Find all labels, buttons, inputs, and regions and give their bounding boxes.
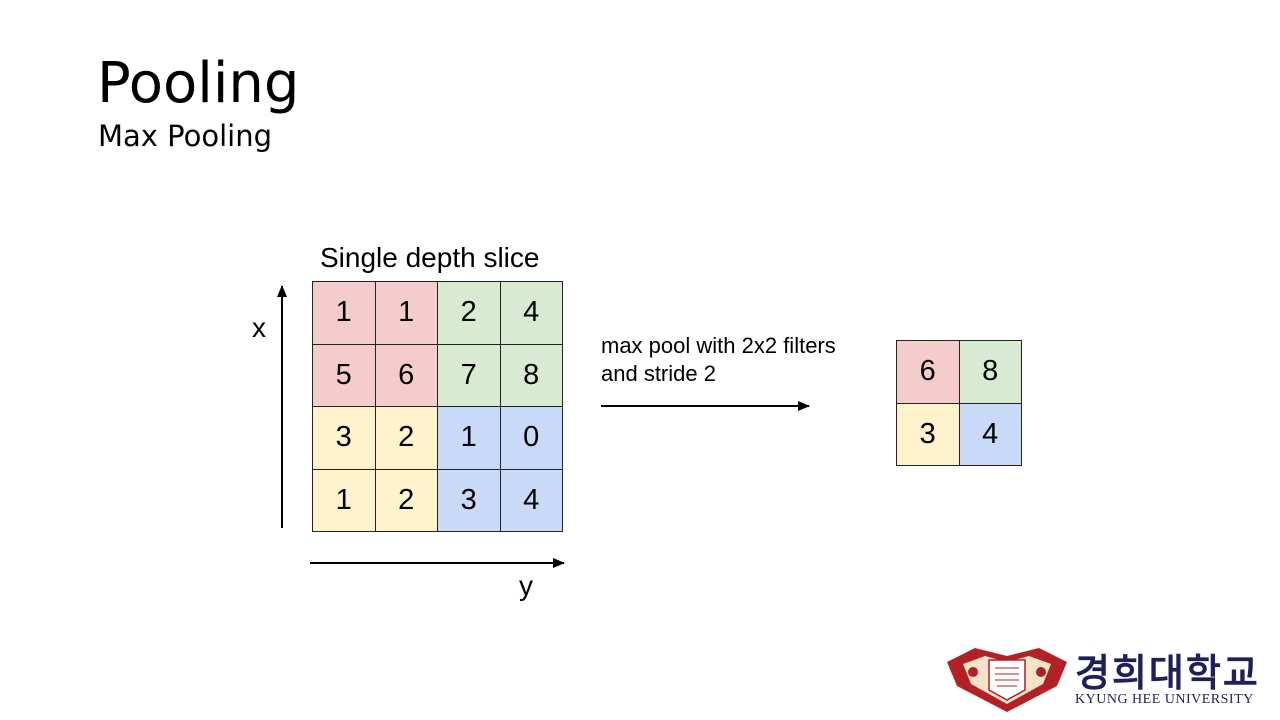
x-axis-label: x	[252, 312, 266, 343]
input-cell: 4	[500, 282, 563, 345]
input-grid-label: Single depth slice	[320, 242, 540, 273]
input-cell: 6	[375, 344, 438, 407]
logo-english-name: KYUNG HEE UNIVERSITY	[1075, 692, 1254, 707]
university-emblem-icon	[947, 648, 1067, 712]
input-cell: 1	[313, 469, 376, 532]
input-cell: 3	[313, 407, 376, 470]
slide-subtitle: Max Pooling	[98, 119, 273, 153]
input-cell: 3	[438, 469, 501, 532]
input-cell: 7	[438, 344, 501, 407]
input-cell: 2	[375, 469, 438, 532]
output-cell: 6	[897, 341, 960, 404]
input-cell: 5	[313, 344, 376, 407]
logo-korean-name: 경희대학교	[1075, 651, 1260, 695]
operation-label: max pool with 2x2 filters and stride 2	[601, 332, 836, 388]
input-cell: 0	[500, 407, 563, 470]
input-cell: 2	[438, 282, 501, 345]
input-cell: 1	[438, 407, 501, 470]
input-cell: 8	[500, 344, 563, 407]
output-cell: 8	[959, 341, 1022, 404]
operation-label-line1: max pool with 2x2 filters	[601, 333, 836, 358]
operation-label-line2: and stride 2	[601, 361, 716, 386]
output-cell: 3	[897, 403, 960, 466]
input-cell: 1	[375, 282, 438, 345]
slide-title: Pooling	[97, 51, 300, 116]
output-cell: 4	[959, 403, 1022, 466]
input-cell: 1	[313, 282, 376, 345]
y-axis-label: y	[519, 570, 533, 601]
input-cell: 4	[500, 469, 563, 532]
input-cell: 2	[375, 407, 438, 470]
university-logo: 경희대학교 KYUNG HEE UNIVERSITY	[945, 642, 1270, 716]
